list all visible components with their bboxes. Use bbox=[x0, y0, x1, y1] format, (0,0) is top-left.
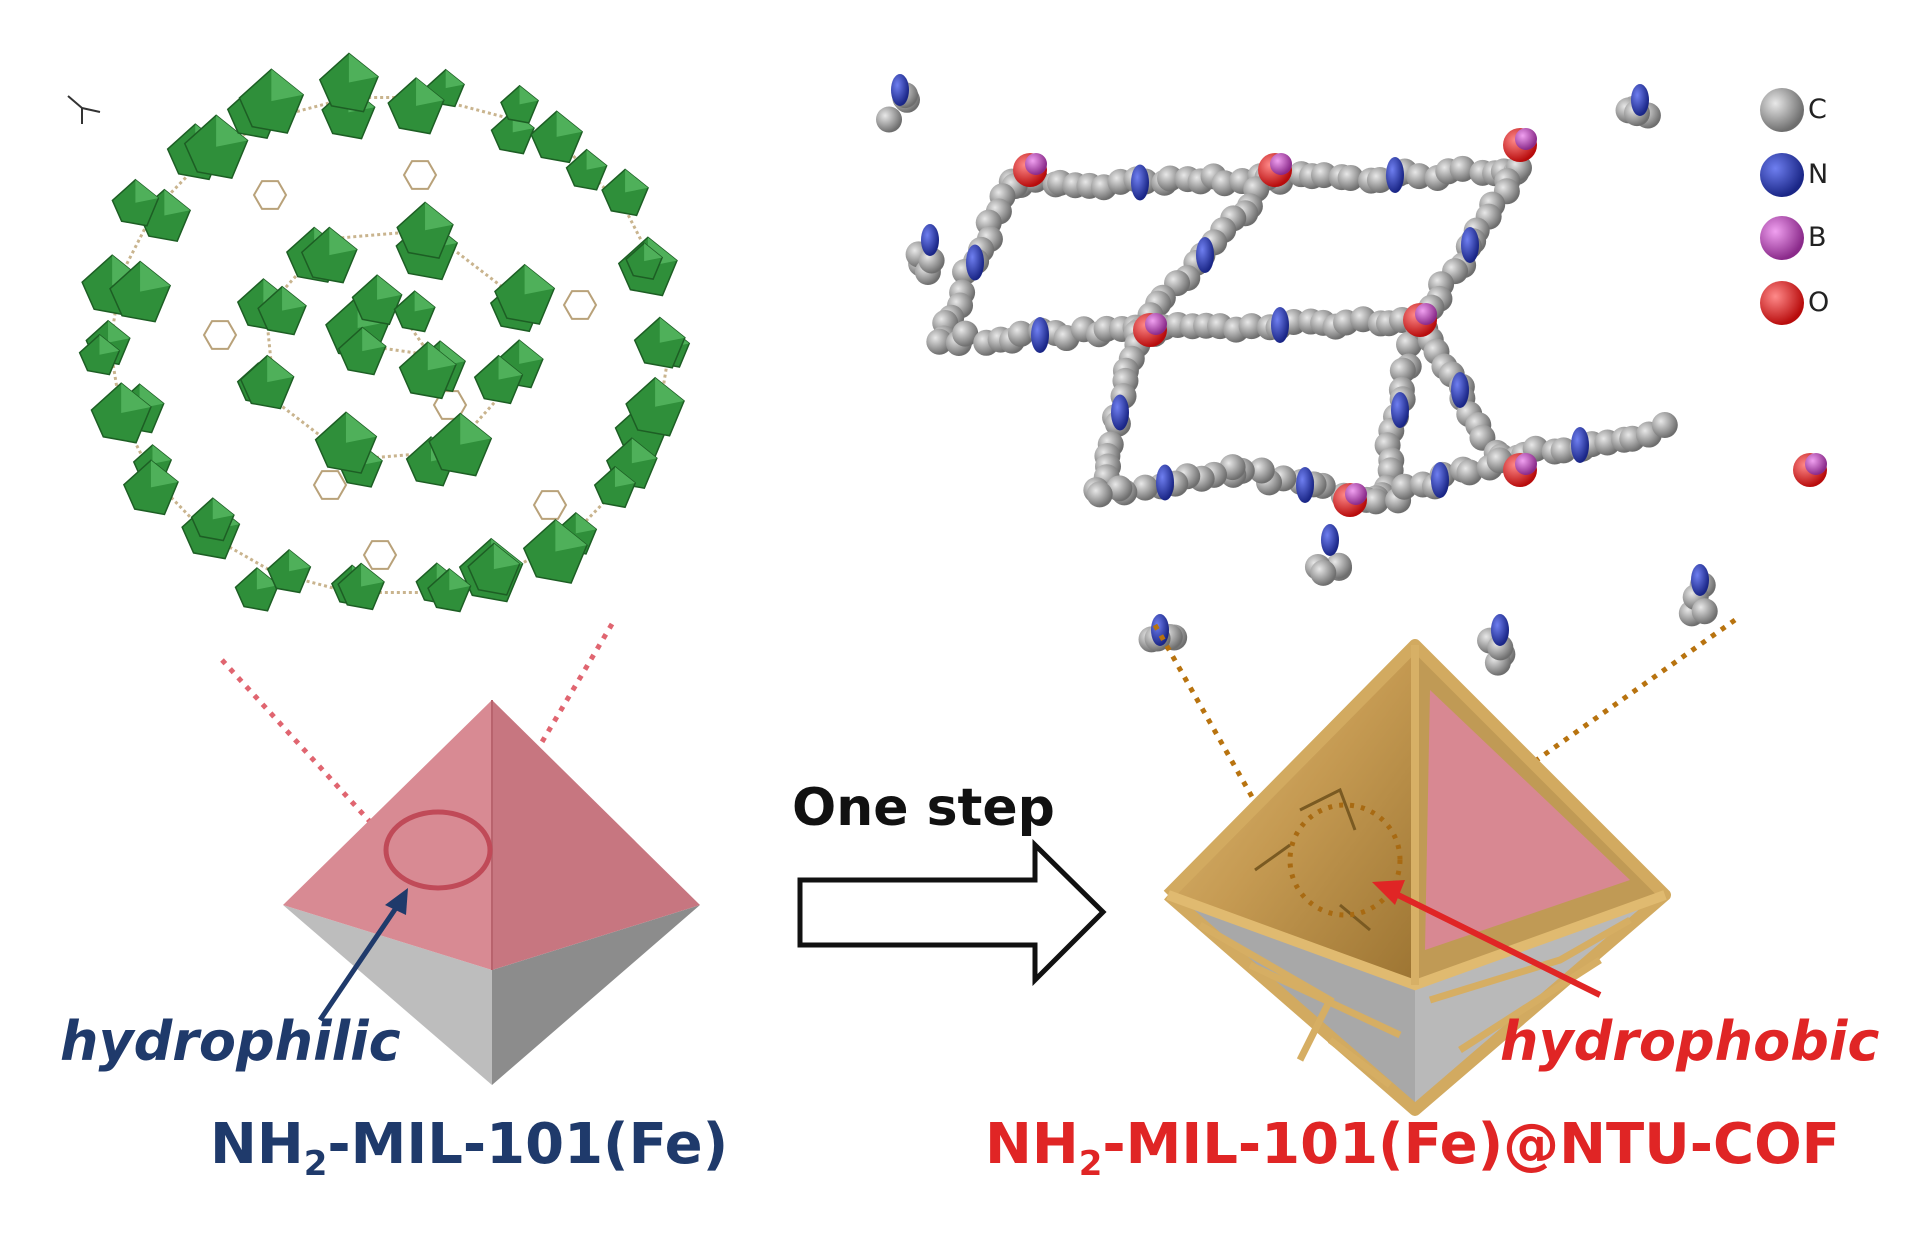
mof-formula-post: -MIL-101(Fe) bbox=[327, 1112, 729, 1177]
legend-sphere-o bbox=[1760, 281, 1804, 325]
composite-formula: NH2-MIL-101(Fe)@NTU-COF bbox=[985, 1112, 1840, 1184]
legend-sphere-c bbox=[1760, 88, 1804, 132]
hydrophilic-arrow bbox=[317, 900, 403, 1022]
core-shell-octahedron bbox=[1152, 617, 1737, 1116]
hydrophobic-label: hydrophobic bbox=[1500, 1010, 1880, 1073]
zoom-guide-line-right-2 bbox=[1393, 617, 1737, 863]
process-label: One step bbox=[792, 778, 1055, 838]
pore-highlight-ring bbox=[383, 809, 493, 891]
legend-label-o: O bbox=[1808, 287, 1830, 318]
composite-formula-pre: NH bbox=[985, 1112, 1079, 1177]
legend-label-n: N bbox=[1808, 159, 1829, 190]
cof-framework-structure bbox=[876, 74, 1827, 676]
legend-sphere-b bbox=[1760, 216, 1804, 260]
mof-framework-structure bbox=[78, 52, 691, 613]
legend-sphere-n bbox=[1760, 153, 1804, 197]
pore-highlight-ring-dotted bbox=[1287, 802, 1403, 918]
hydrophilic-label: hydrophilic bbox=[60, 1010, 401, 1073]
mof-formula: NH2-MIL-101(Fe) bbox=[210, 1112, 728, 1184]
mof-formula-sub: 2 bbox=[303, 1144, 328, 1184]
mof-formula-pre: NH bbox=[210, 1112, 304, 1177]
composite-formula-post: -MIL-101(Fe)@NTU-COF bbox=[1102, 1112, 1840, 1177]
composite-formula-sub: 2 bbox=[1078, 1144, 1103, 1184]
mof-octahedron bbox=[220, 622, 700, 1085]
legend-label-b: B bbox=[1808, 222, 1827, 253]
hydrophobic-arrow bbox=[1390, 889, 1602, 998]
zoom-guide-line-left-1 bbox=[220, 658, 407, 862]
legend-label-c: C bbox=[1808, 94, 1827, 125]
element-legend bbox=[1760, 88, 1804, 325]
process-arrow bbox=[797, 839, 1107, 987]
mof-axis-icon bbox=[67, 95, 101, 124]
